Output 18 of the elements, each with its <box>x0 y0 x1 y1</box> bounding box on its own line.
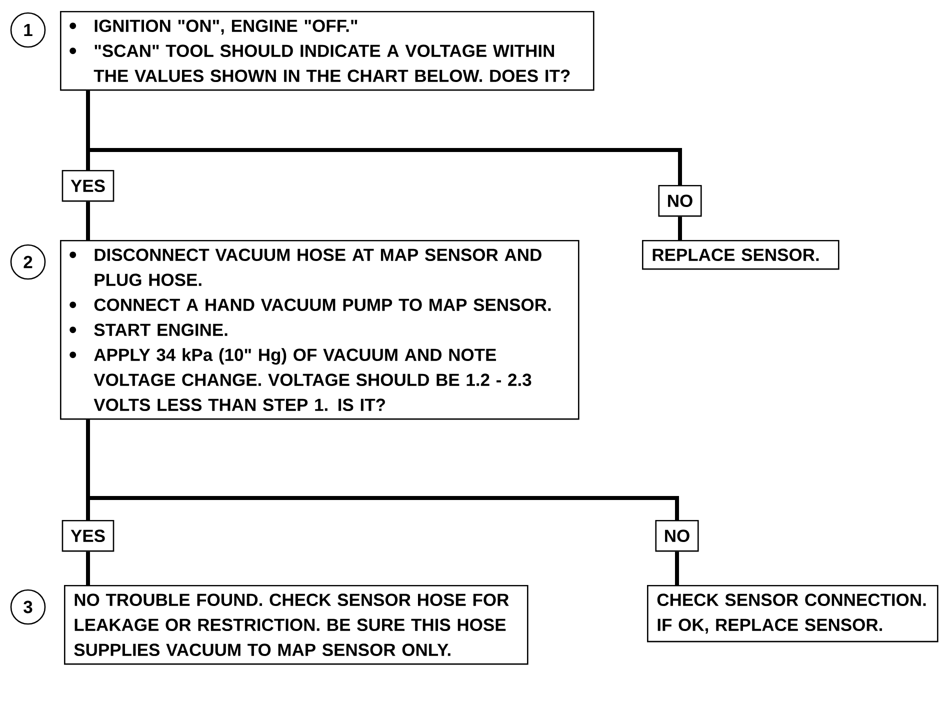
result-box: NO TROUBLE FOUND. CHECK SENSOR HOSE FOR LEAKAGE OR RESTRICTION. BE SURE THIS HOSE SUPPLIES VACUUM TO MAP SENSOR ONLY. <box>64 585 528 665</box>
answer-box: YES <box>62 170 114 202</box>
connector-line <box>678 216 682 240</box>
answer-box: NO <box>655 520 699 552</box>
step-number: 2 <box>10 244 46 280</box>
result-box: REPLACE SENSOR. <box>642 240 840 270</box>
connector-line <box>86 202 90 240</box>
step-box: DISCONNECT VACUUM HOSE AT MAP SENSOR AND PLUG HOSE. CONNECT A HAND VACUUM PUMP TO MAP SENSOR. START ENGINE. APPLY 34 kPa (10" Hg) OF VACUUM AND NOTE VOLTAGE CHANGE. VOLTAGE SHOULD BE 1.2 - 2.3 VOLTS LESS THAN STEP 1. IS IT? <box>60 240 580 420</box>
connector-line <box>86 552 90 585</box>
result-box: CHECK SENSOR CONNECTION. IF OK, REPLACE SENSOR. <box>647 585 938 642</box>
answer-box: NO <box>658 185 702 217</box>
connector-line <box>86 420 679 520</box>
step-number: 3 <box>10 589 46 625</box>
connector-line <box>675 552 679 585</box>
step-box: IGNITION "ON", ENGINE "OFF." "SCAN" TOOL SHOULD INDICATE A VOLTAGE WITHIN THE VALUES SHOWN IN THE CHART BELOW. DOES IT? <box>60 11 594 91</box>
answer-box: YES <box>62 520 114 552</box>
step-number: 1 <box>10 12 46 48</box>
connector-line <box>86 90 682 185</box>
